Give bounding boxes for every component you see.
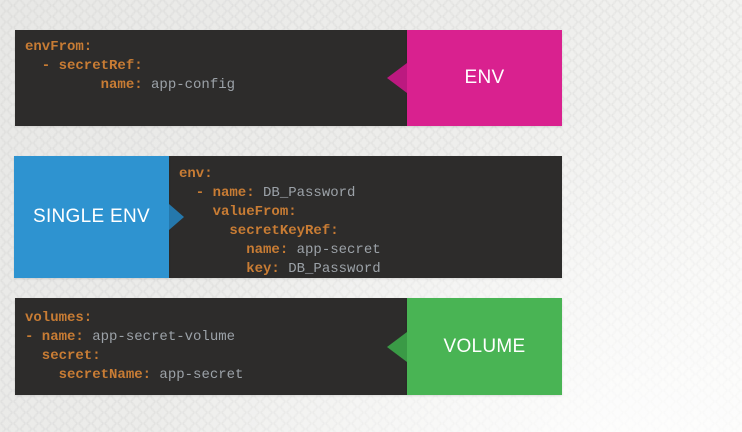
yaml-value: app-secret-volume	[83, 329, 236, 345]
yaml-value: app-secret	[288, 242, 381, 258]
yaml-value: DB_Password	[279, 261, 381, 277]
yaml-key: valueFrom:	[179, 204, 297, 220]
env-label-text: ENV	[464, 67, 505, 88]
volume-label-text: VOLUME	[443, 335, 526, 357]
arrow-right-icon	[169, 204, 184, 230]
env-label: ENV	[387, 30, 562, 126]
yaml-key: env:	[179, 166, 213, 182]
code-line: env:	[179, 165, 552, 184]
yaml-key: key:	[179, 261, 280, 277]
code-line: key: DB_Password	[179, 260, 552, 279]
yaml-key: secret:	[25, 348, 101, 364]
yaml-key: - name:	[25, 329, 84, 345]
yaml-key: secretName:	[25, 367, 152, 383]
yaml-key: name:	[25, 77, 143, 93]
code-line: volumes:	[25, 309, 397, 328]
yaml-key: name:	[179, 242, 289, 258]
code-line: envFrom:	[25, 38, 397, 57]
code-line: - name: app-secret-volume	[25, 328, 397, 347]
single-env-label: SINGLE ENV	[14, 156, 184, 278]
env-block: envFrom: - secretRef: name: app-config E…	[15, 30, 562, 126]
yaml-value: DB_Password	[254, 185, 356, 201]
yaml-value: app-secret	[151, 367, 244, 383]
yaml-value: app-config	[142, 77, 236, 93]
code-line: valueFrom:	[179, 203, 552, 222]
single-env-label-text: SINGLE ENV	[32, 206, 151, 227]
code-line: - secretRef:	[25, 57, 397, 76]
arrow-left-icon	[387, 63, 407, 93]
code-line: - name: DB_Password	[179, 184, 552, 203]
yaml-key: - secretRef:	[25, 58, 143, 74]
single-env-code-panel: env: - name: DB_Password valueFrom: secr…	[169, 156, 562, 278]
volume-block: volumes: - name: app-secret-volume secre…	[15, 298, 562, 395]
single-env-block: SINGLE ENV env: - name: DB_Password valu…	[14, 156, 562, 278]
volume-label: VOLUME	[387, 298, 562, 395]
arrow-left-icon	[387, 331, 407, 362]
yaml-key: envFrom:	[25, 39, 93, 55]
code-line: secret:	[25, 347, 397, 366]
code-line: name: app-secret	[179, 241, 552, 260]
env-code-panel: envFrom: - secretRef: name: app-config	[15, 30, 407, 126]
volume-code-panel: volumes: - name: app-secret-volume secre…	[15, 298, 407, 395]
yaml-key: - name:	[179, 185, 255, 201]
yaml-key: volumes:	[25, 310, 93, 326]
code-line: secretName: app-secret	[25, 366, 397, 385]
yaml-key: secretKeyRef:	[179, 223, 339, 239]
code-line: name: app-config	[25, 76, 397, 95]
code-line: secretKeyRef:	[179, 222, 552, 241]
